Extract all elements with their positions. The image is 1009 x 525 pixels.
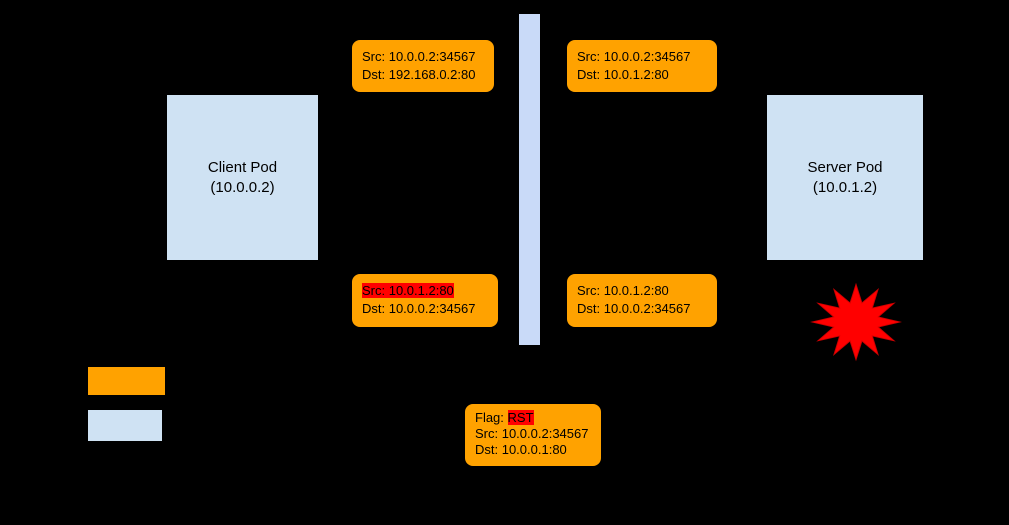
legend-packet-swatch	[88, 367, 165, 395]
server-pod-box: Server Pod (10.0.1.2)	[767, 95, 923, 260]
node-boundary-bar	[519, 14, 540, 345]
packet-dst-line: Dst: 10.0.0.2:34567	[577, 301, 691, 316]
client-pod-name: Client Pod	[207, 159, 278, 176]
packet-label-rst: Flag: RST Src: 10.0.0.2:34567 Dst: 10.0.…	[465, 404, 601, 466]
packet-dst-line: Dst: 10.0.0.1:80	[475, 442, 567, 457]
packet-label-bottom-right: Src: 10.0.1.2:80 Dst: 10.0.0.2:34567	[567, 274, 717, 327]
packet-dst-line: Dst: 192.168.0.2:80	[362, 67, 476, 82]
highlighted-src: Src: 10.0.1.2:80	[362, 283, 454, 298]
packet-label-top-left: Src: 10.0.0.2:34567 Dst: 192.168.0.2:80	[352, 40, 494, 92]
packet-src-line: Src: 10.0.1.2:80	[577, 283, 669, 298]
server-pod-ip: (10.0.1.2)	[812, 178, 878, 196]
packet-dst-line: Dst: 10.0.0.2:34567	[362, 301, 476, 316]
packet-src-line: Src: 10.0.0.2:34567	[362, 49, 476, 64]
packet-dst-line: Dst: 10.0.1.2:80	[577, 67, 669, 82]
server-pod-name: Server Pod	[807, 159, 883, 176]
explosion-burst-icon	[808, 281, 904, 363]
packet-label-top-right: Src: 10.0.0.2:34567 Dst: 10.0.1.2:80	[567, 40, 717, 92]
packet-src-line: Src: 10.0.0.2:34567	[577, 49, 691, 64]
client-pod-ip: (10.0.0.2)	[210, 178, 275, 196]
packet-src-line: Src: 10.0.0.2:34567	[475, 426, 589, 441]
packet-src-line: Src: 10.0.1.2:80	[362, 282, 488, 300]
flag-label: Flag:	[475, 410, 508, 425]
client-pod-box: Client Pod (10.0.0.2)	[167, 95, 318, 260]
packet-flag-line: Flag: RST	[475, 410, 591, 426]
packet-label-bottom-left: Src: 10.0.1.2:80 Dst: 10.0.0.2:34567	[352, 274, 498, 327]
highlighted-flag-value: RST	[507, 410, 534, 425]
legend-pod-swatch	[88, 410, 162, 441]
